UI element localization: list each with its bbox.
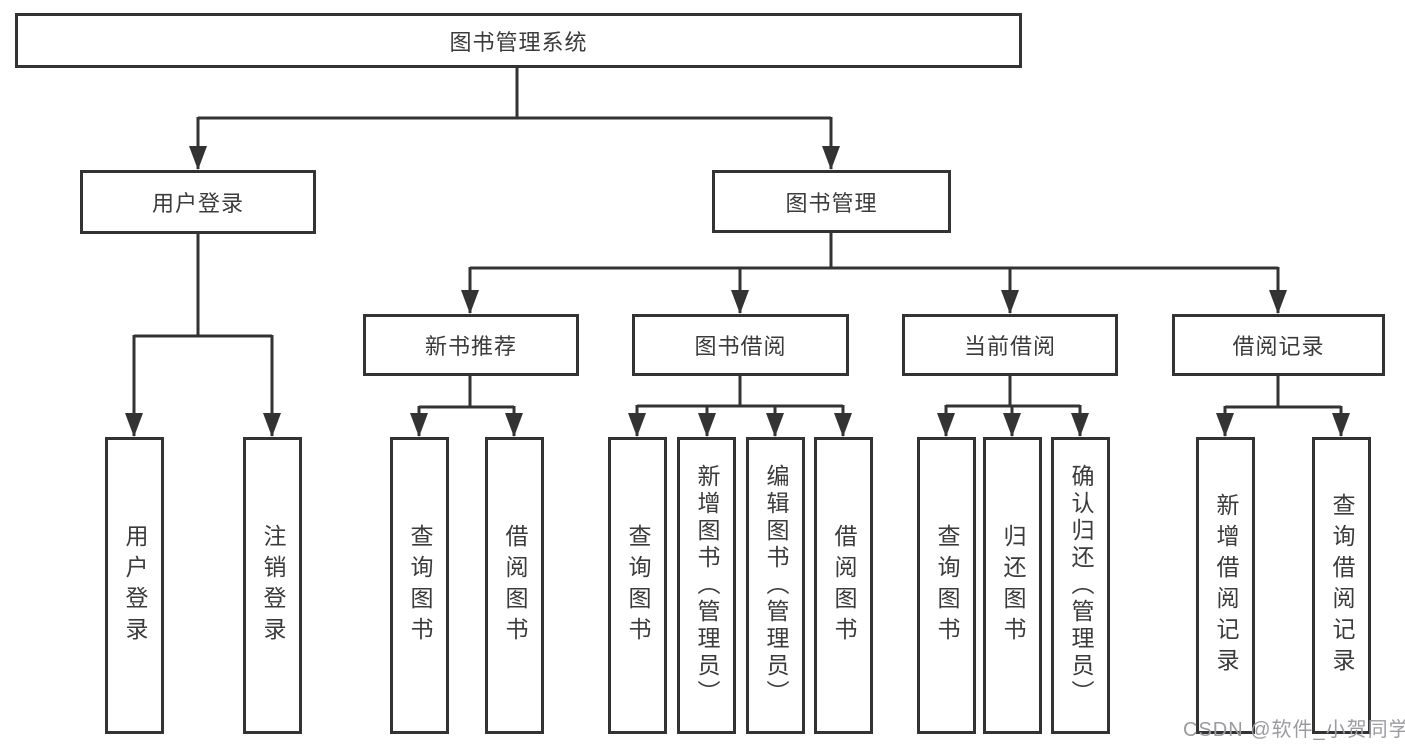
leaf-add-borrow-record: 新增借阅记录 xyxy=(1196,437,1255,734)
node-book-management: 图书管理 xyxy=(712,170,951,233)
node-borrow-records: 借阅记录 xyxy=(1172,314,1385,376)
leaf-query-books-1: 查询图书 xyxy=(390,437,449,734)
leaf-confirm-return-admin: 确认归还（管理员） xyxy=(1051,437,1110,734)
leaf-borrow-books-1: 借阅图书 xyxy=(485,437,544,734)
csdn-watermark: CSDN @软件_小贺同学 xyxy=(1183,719,1405,741)
leaf-return-books: 归还图书 xyxy=(983,437,1042,734)
leaf-add-books-admin: 新增图书（管理员） xyxy=(677,437,736,734)
leaf-query-books-2: 查询图书 xyxy=(608,437,667,734)
leaf-query-books-3: 查询图书 xyxy=(917,437,976,734)
leaf-borrow-books-2: 借阅图书 xyxy=(814,437,873,734)
node-user-login: 用户登录 xyxy=(80,170,316,234)
leaf-query-borrow-record: 查询借阅记录 xyxy=(1312,437,1371,734)
node-book-borrow: 图书借阅 xyxy=(632,314,849,376)
leaf-user-login: 用户登录 xyxy=(105,437,164,734)
node-current-borrow: 当前借阅 xyxy=(902,314,1118,376)
node-root-system: 图书管理系统 xyxy=(15,13,1022,68)
leaf-edit-books-admin: 编辑图书（管理员） xyxy=(746,437,805,734)
node-new-book-recommend: 新书推荐 xyxy=(363,314,579,376)
leaf-logout: 注销登录 xyxy=(243,437,302,734)
